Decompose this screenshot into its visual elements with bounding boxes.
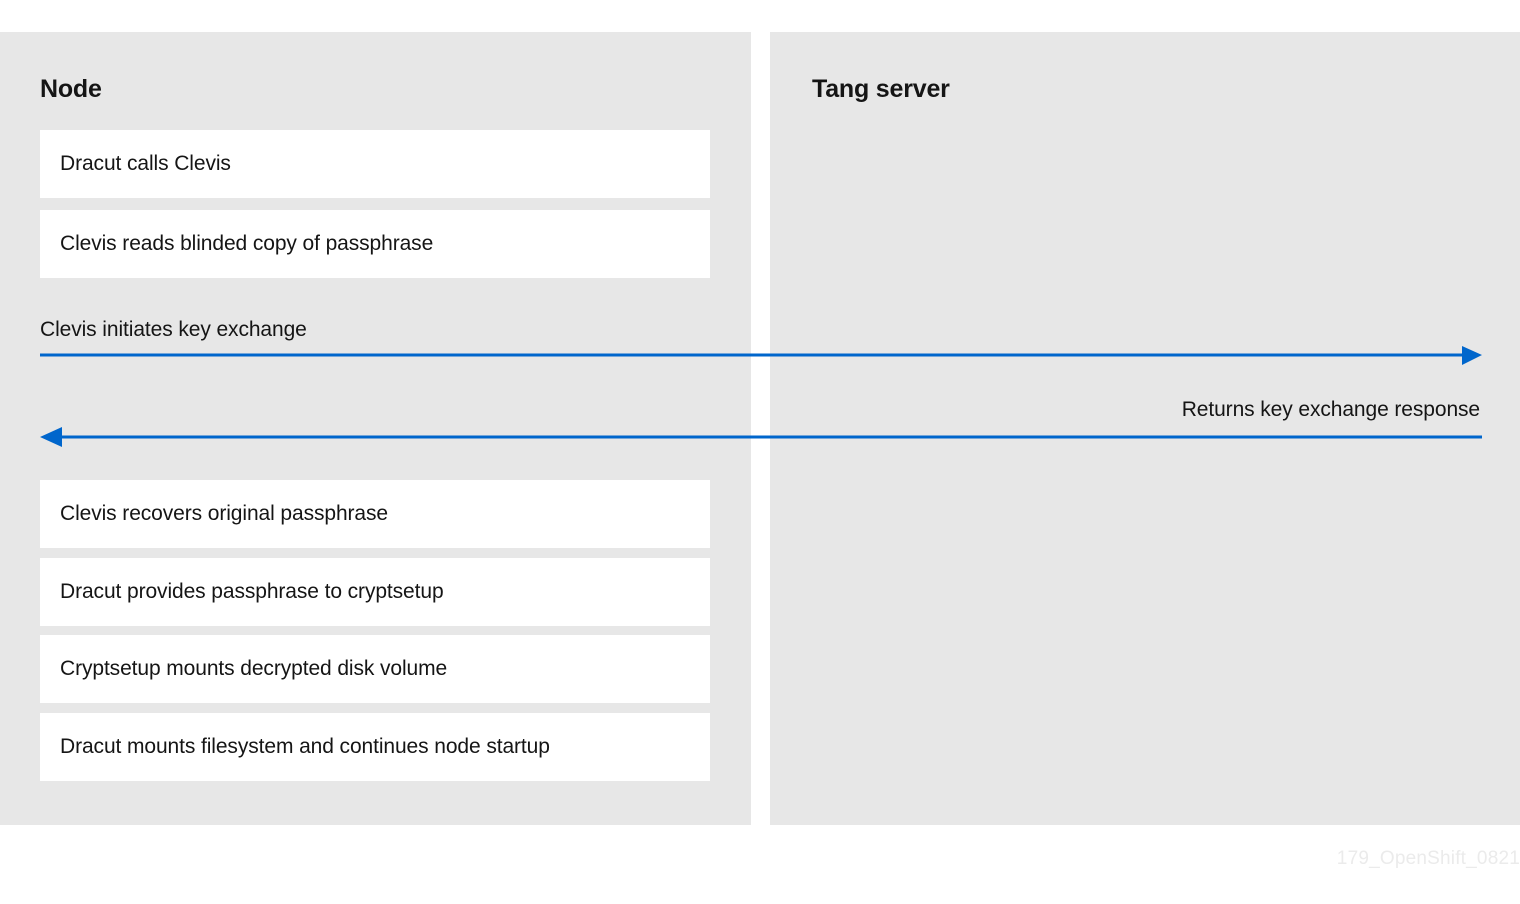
tang-server-panel	[770, 32, 1520, 825]
message-arrow-left-icon	[40, 427, 1482, 447]
message-label-returns-key-exchange-response: Returns key exchange response	[1181, 398, 1480, 421]
step-box-clevis-recovers-passphrase: Clevis recovers original passphrase	[40, 480, 710, 548]
step-box-dracut-provides-passphrase: Dracut provides passphrase to cryptsetup	[40, 558, 710, 626]
step-box-cryptsetup-mounts-volume: Cryptsetup mounts decrypted disk volume	[40, 635, 710, 703]
step-label: Cryptsetup mounts decrypted disk volume	[60, 657, 448, 680]
step-box-dracut-calls-clevis: Dracut calls Clevis	[40, 130, 710, 198]
step-box-clevis-reads-blinded-copy: Clevis reads blinded copy of passphrase	[40, 210, 710, 278]
tang-server-panel-title: Tang server	[812, 75, 950, 103]
watermark-label: 179_OpenShift_0821	[1336, 848, 1520, 869]
message-label-clevis-initiates-key-exchange: Clevis initiates key exchange	[40, 318, 307, 341]
node-panel-title: Node	[40, 75, 102, 103]
step-label: Dracut calls Clevis	[60, 152, 231, 175]
step-label: Clevis recovers original passphrase	[60, 502, 388, 525]
message-arrow-right-icon	[40, 346, 1482, 365]
step-box-dracut-mounts-filesystem: Dracut mounts filesystem and continues n…	[40, 713, 710, 781]
step-label: Dracut mounts filesystem and continues n…	[60, 735, 550, 758]
step-label: Dracut provides passphrase to cryptsetup	[60, 580, 444, 603]
step-label: Clevis reads blinded copy of passphrase	[60, 232, 434, 255]
